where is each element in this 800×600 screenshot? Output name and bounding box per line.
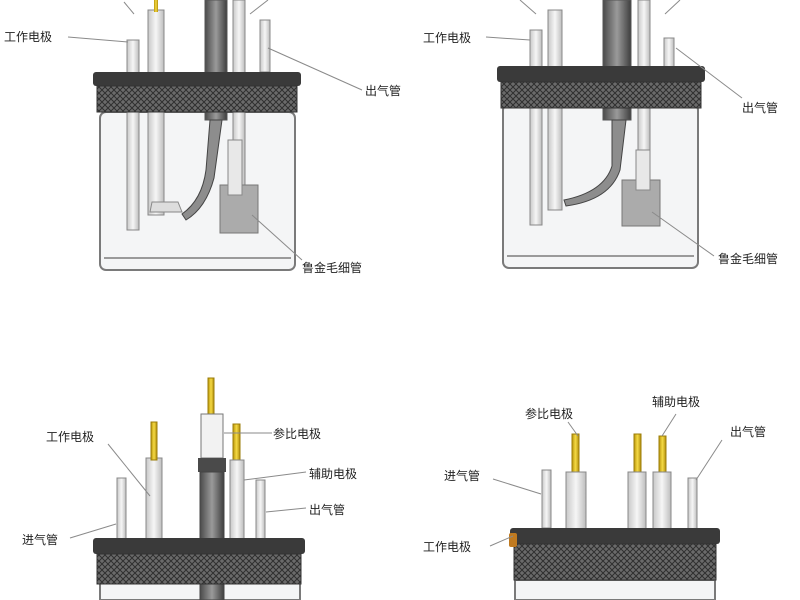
inlet-tube	[541, 469, 552, 529]
label-outlet-tube: 出气管	[742, 100, 778, 115]
cell-bottom-left: 工作电极 进气管 参比电极 辅助电极 出气管	[22, 377, 357, 600]
inlet-tube	[116, 477, 127, 541]
label-auxiliary-electrode: 辅助电极	[652, 395, 700, 409]
label-outlet-tube: 出气管	[309, 502, 345, 517]
reference-electrode-tube	[565, 471, 587, 531]
outlet-tube	[255, 479, 266, 541]
lid-clip	[509, 533, 517, 547]
label-reference-electrode: 参比电极	[525, 406, 573, 421]
reference-electrode-tube	[200, 413, 224, 459]
label-outlet-tube: 出气管	[730, 424, 766, 439]
label-reference-electrode: 参比电极	[273, 426, 321, 441]
label-outlet-tube: 出气管	[365, 83, 401, 98]
working-electrode-tube	[145, 457, 163, 541]
lid	[497, 66, 705, 82]
working-electrode-tube	[126, 39, 140, 231]
cell-top-right: 工作电极 出气管 鲁金毛细管	[423, 0, 778, 269]
working-electrode-tube	[529, 29, 543, 226]
auxiliary-electrode-tube	[229, 459, 245, 541]
outlet-tube	[687, 477, 698, 531]
label-working-electrode: 工作电极	[4, 30, 52, 44]
label-inlet-tube: 进气管	[22, 532, 58, 547]
cell-bottom-right: 参比电极 辅助电极 进气管 出气管 工作电极	[423, 395, 766, 600]
auxiliary-electrode-tube	[627, 471, 647, 531]
label-working-electrode: 工作电极	[423, 31, 471, 45]
label-inlet-tube: 进气管	[444, 468, 480, 483]
lid	[93, 538, 305, 554]
lid	[93, 72, 301, 86]
label-working-electrode: 工作电极	[46, 430, 94, 444]
label-luggin-capillary: 鲁金毛细管	[302, 260, 362, 275]
glass-body	[514, 579, 716, 600]
label-auxiliary-electrode: 辅助电极	[309, 467, 357, 481]
label-luggin-capillary: 鲁金毛细管	[718, 251, 778, 266]
label-working-electrode: 工作电极	[423, 540, 471, 554]
lid	[510, 528, 720, 544]
outlet-tube	[259, 19, 271, 73]
cell-top-left: 工作电极 出气管 鲁金毛细管	[4, 0, 401, 275]
